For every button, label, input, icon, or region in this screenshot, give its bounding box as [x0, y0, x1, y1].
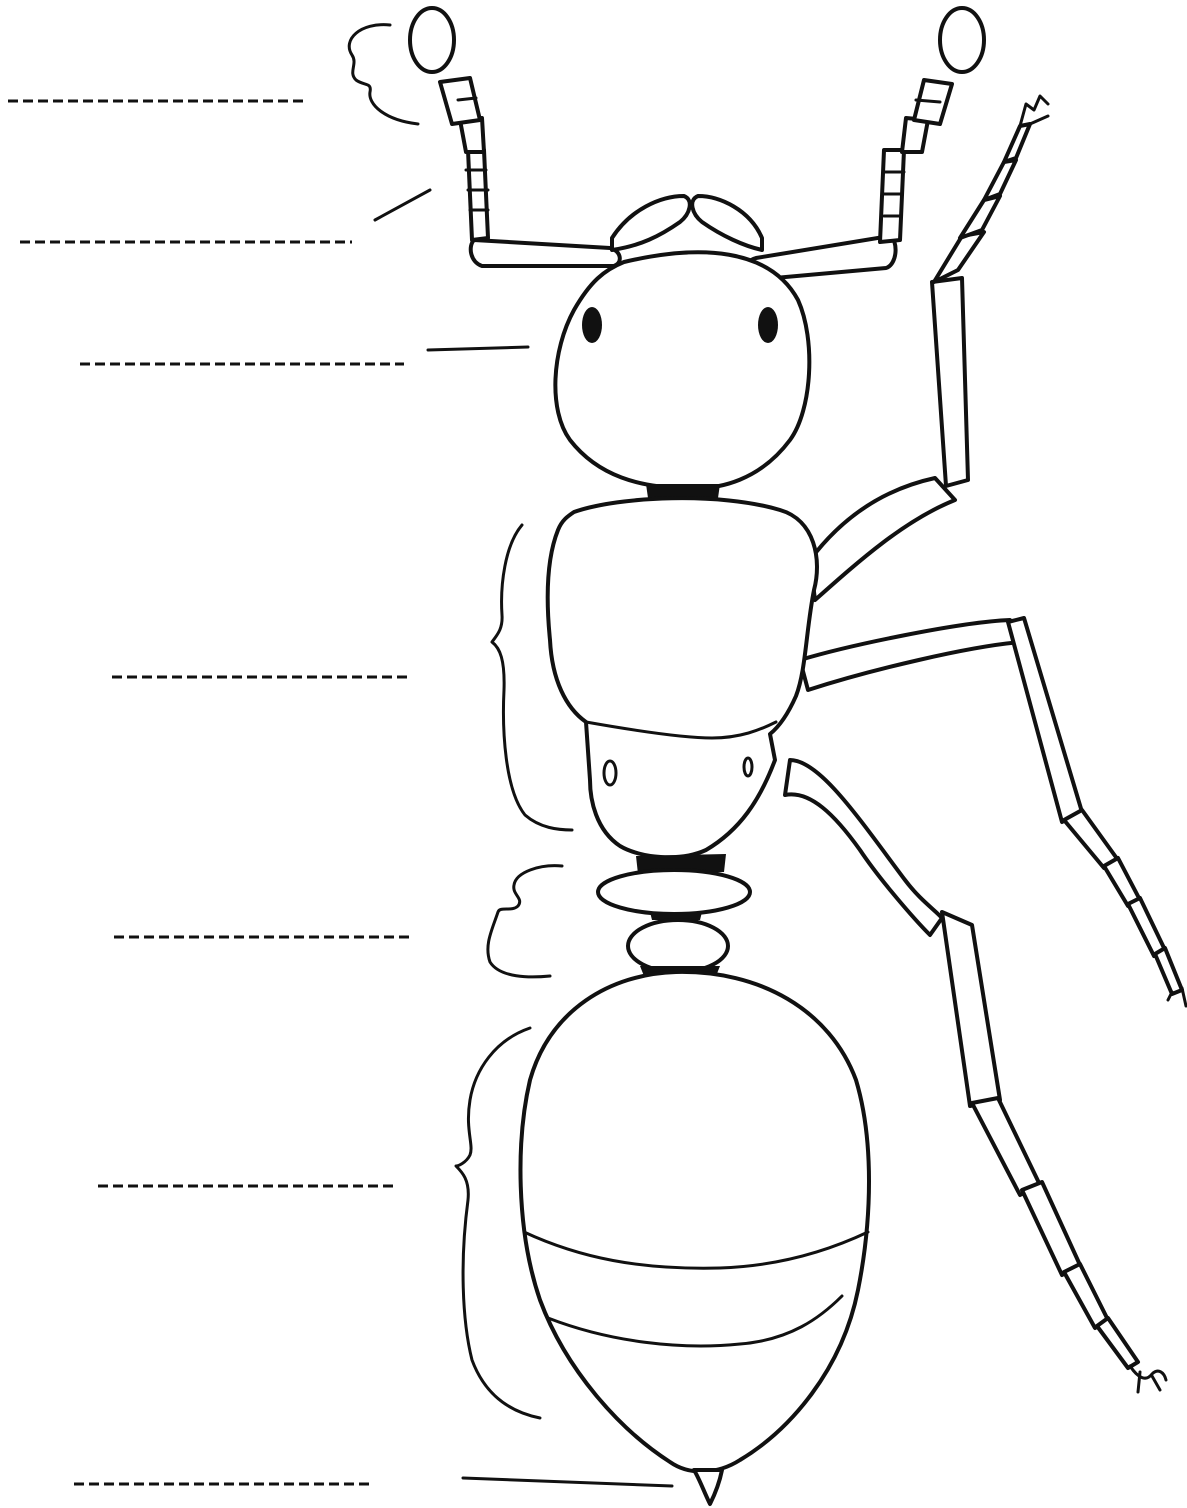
ant-head	[555, 252, 809, 488]
ant-drawing	[410, 8, 1186, 1504]
ant-abdomen	[521, 972, 869, 1472]
bracket-petiole	[488, 866, 562, 977]
antenna-right	[743, 8, 984, 280]
leader-head	[428, 347, 528, 350]
leader-stinger	[463, 1478, 672, 1486]
mandibles	[612, 196, 762, 250]
bracket-antenna-club	[349, 25, 418, 124]
fore-leg-right	[810, 96, 1048, 600]
ant-petiole-node-2	[628, 920, 728, 972]
mid-leg-right	[800, 618, 1186, 1006]
ant-petiole-node-1	[598, 870, 750, 914]
eye-left-icon	[582, 307, 602, 343]
ant-stinger	[694, 1470, 722, 1504]
ant-neck	[646, 484, 720, 498]
leader-antenna-joint	[375, 190, 430, 220]
antenna-left	[410, 8, 620, 266]
answer-lines	[8, 101, 412, 1484]
ant-thorax	[548, 498, 817, 857]
eye-right-icon	[758, 307, 778, 343]
